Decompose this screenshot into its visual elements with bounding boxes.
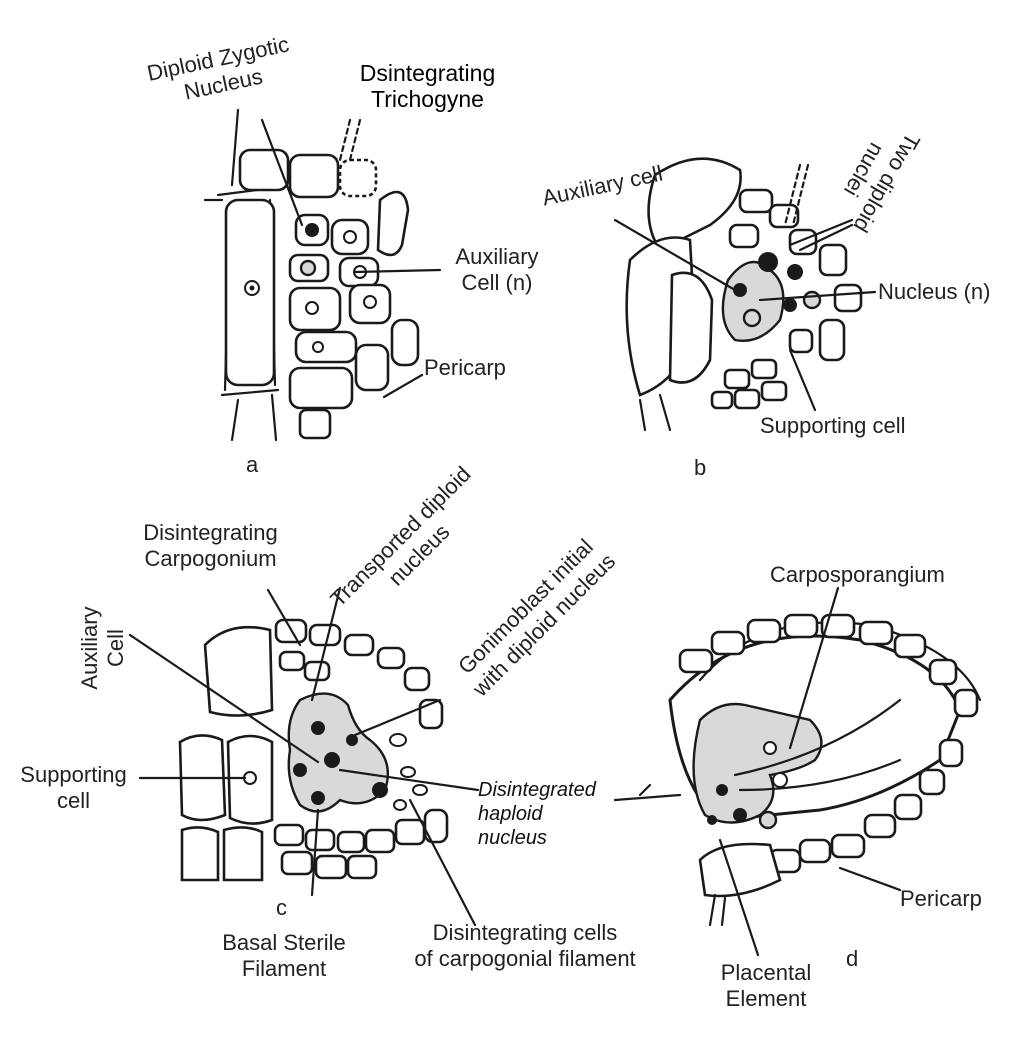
label-supporting-cell-b: Supporting cell [760,413,906,439]
panel-letter-d: d [846,946,858,972]
label-line: Supporting [6,762,141,788]
label-supporting-cell-c: Supporting cell [6,762,141,814]
label-line: of carpogonial filament [400,946,650,972]
label-line: Auxiliary [442,244,552,270]
panel-letter-b: b [694,455,706,481]
label-nucleus-n: Nucleus (n) [878,279,990,305]
label-line: Cell (n) [442,270,552,296]
label-disintegrating-carpogonium: Disintegrating Carpogonium [128,520,293,572]
label-line: Disintegrating cells [400,920,650,946]
label-auxiliary-cell-n: Auxiliary Cell (n) [442,244,552,296]
label-line: Cell [103,593,129,703]
panel-c-drawing [130,588,478,925]
label-line: Trichogyne [340,86,515,112]
label-placental-element: Placental Element [706,960,826,1012]
label-line: Disintegrating [128,520,293,546]
label-line: Element [706,986,826,1012]
label-line: haploid [478,802,596,826]
label-line: cell [6,788,141,814]
label-carposporangium: Carposporangium [770,562,945,588]
label-pericarp-d: Pericarp [900,886,982,912]
label-pericarp-a: Pericarp [424,355,506,381]
label-line: Basal Sterile [214,930,354,956]
panel-letter-a: a [246,452,258,478]
label-line: Placental [706,960,826,986]
label-disintegrating-cells: Disintegrating cells of carpogonial fila… [400,920,650,972]
label-line: Filament [214,956,354,982]
label-dsintegrating-trichogyne: Dsintegrating Trichogyne [340,60,515,112]
label-line: Dsintegrating [340,60,515,86]
label-auxiliary-cell-c: Auxiliary Cell [77,593,129,703]
panel-letter-c: c [276,895,287,921]
label-basal-sterile-filament: Basal Sterile Filament [214,930,354,982]
label-disintegrated-haploid-nucleus: Disintegrated haploid nucleus [478,778,596,850]
panel-a-drawing [205,110,440,440]
label-line: Auxiliary [77,593,103,703]
label-line: nucleus [478,826,596,850]
label-line: Carpogonium [128,546,293,572]
label-line: Disintegrated [478,778,596,802]
